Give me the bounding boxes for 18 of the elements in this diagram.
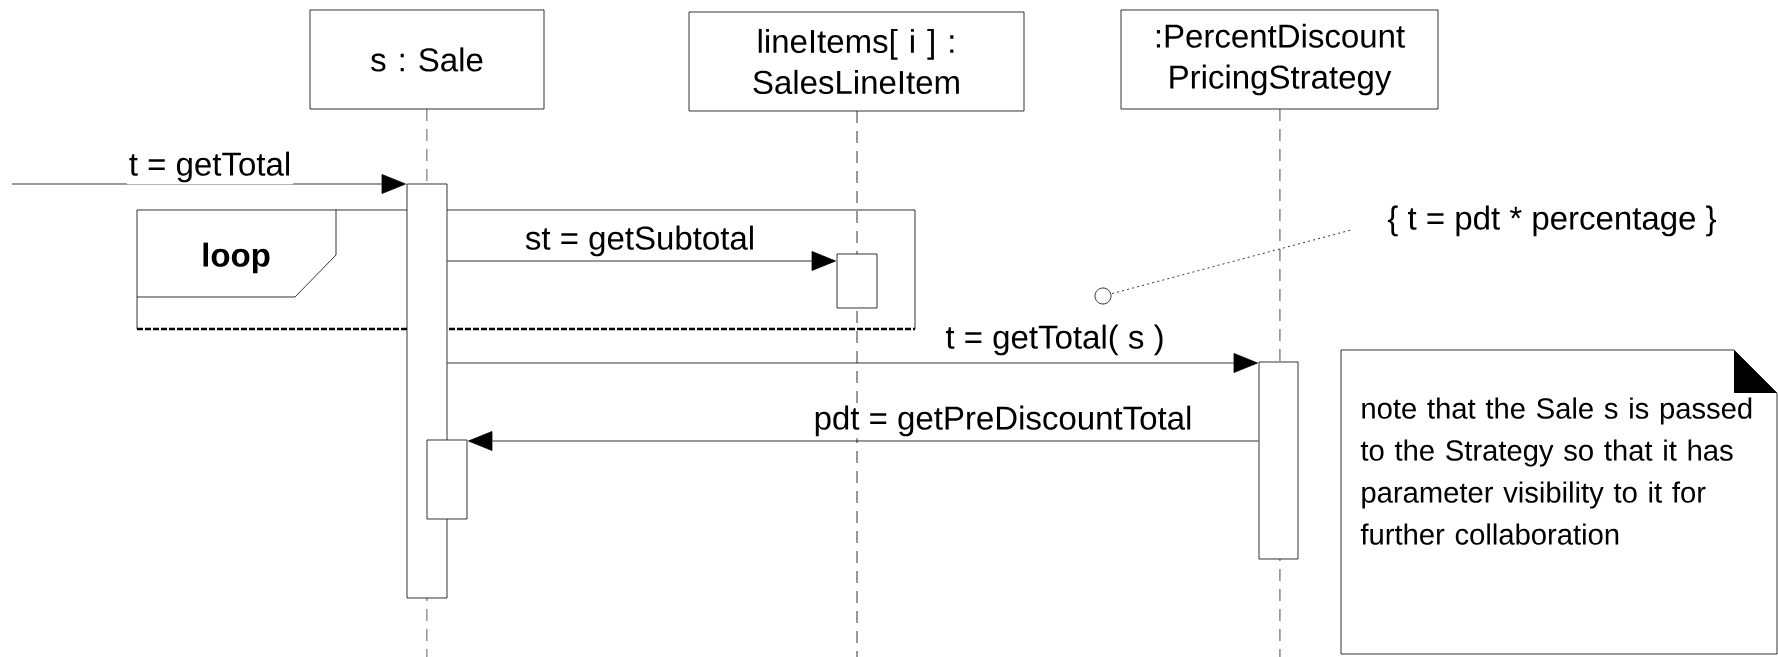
circle-end — [1094, 287, 1112, 305]
message-arrow — [447, 251, 836, 271]
activation-bar — [1258, 361, 1299, 560]
leader-line — [1110, 229, 1351, 295]
activation-bar — [836, 253, 878, 309]
object-box: lineItems[ i ] : SalesLineItem — [688, 11, 1025, 112]
edge-label: st = getSubtotal — [522, 223, 758, 259]
edge-label: pdt = getPreDiscountTotal — [811, 403, 1195, 439]
note-box: note that the Sale s is passed to the Strategy so that it has parameter visibility to it for further collaboration — [1340, 349, 1778, 655]
edge-label: t = getTotal — [126, 149, 294, 185]
edge-label: t = getTotal( s ) — [943, 322, 1167, 358]
message-arrow — [11, 174, 406, 194]
object-box: :PercentDiscount PricingStrategy — [1120, 9, 1439, 110]
message-arrow — [447, 353, 1258, 373]
activation-bar — [426, 439, 468, 520]
constraint-text: { t = pdt * percentage } — [1387, 205, 1716, 237]
message-arrow — [468, 431, 1259, 451]
object-box: s : Sale — [309, 9, 545, 110]
